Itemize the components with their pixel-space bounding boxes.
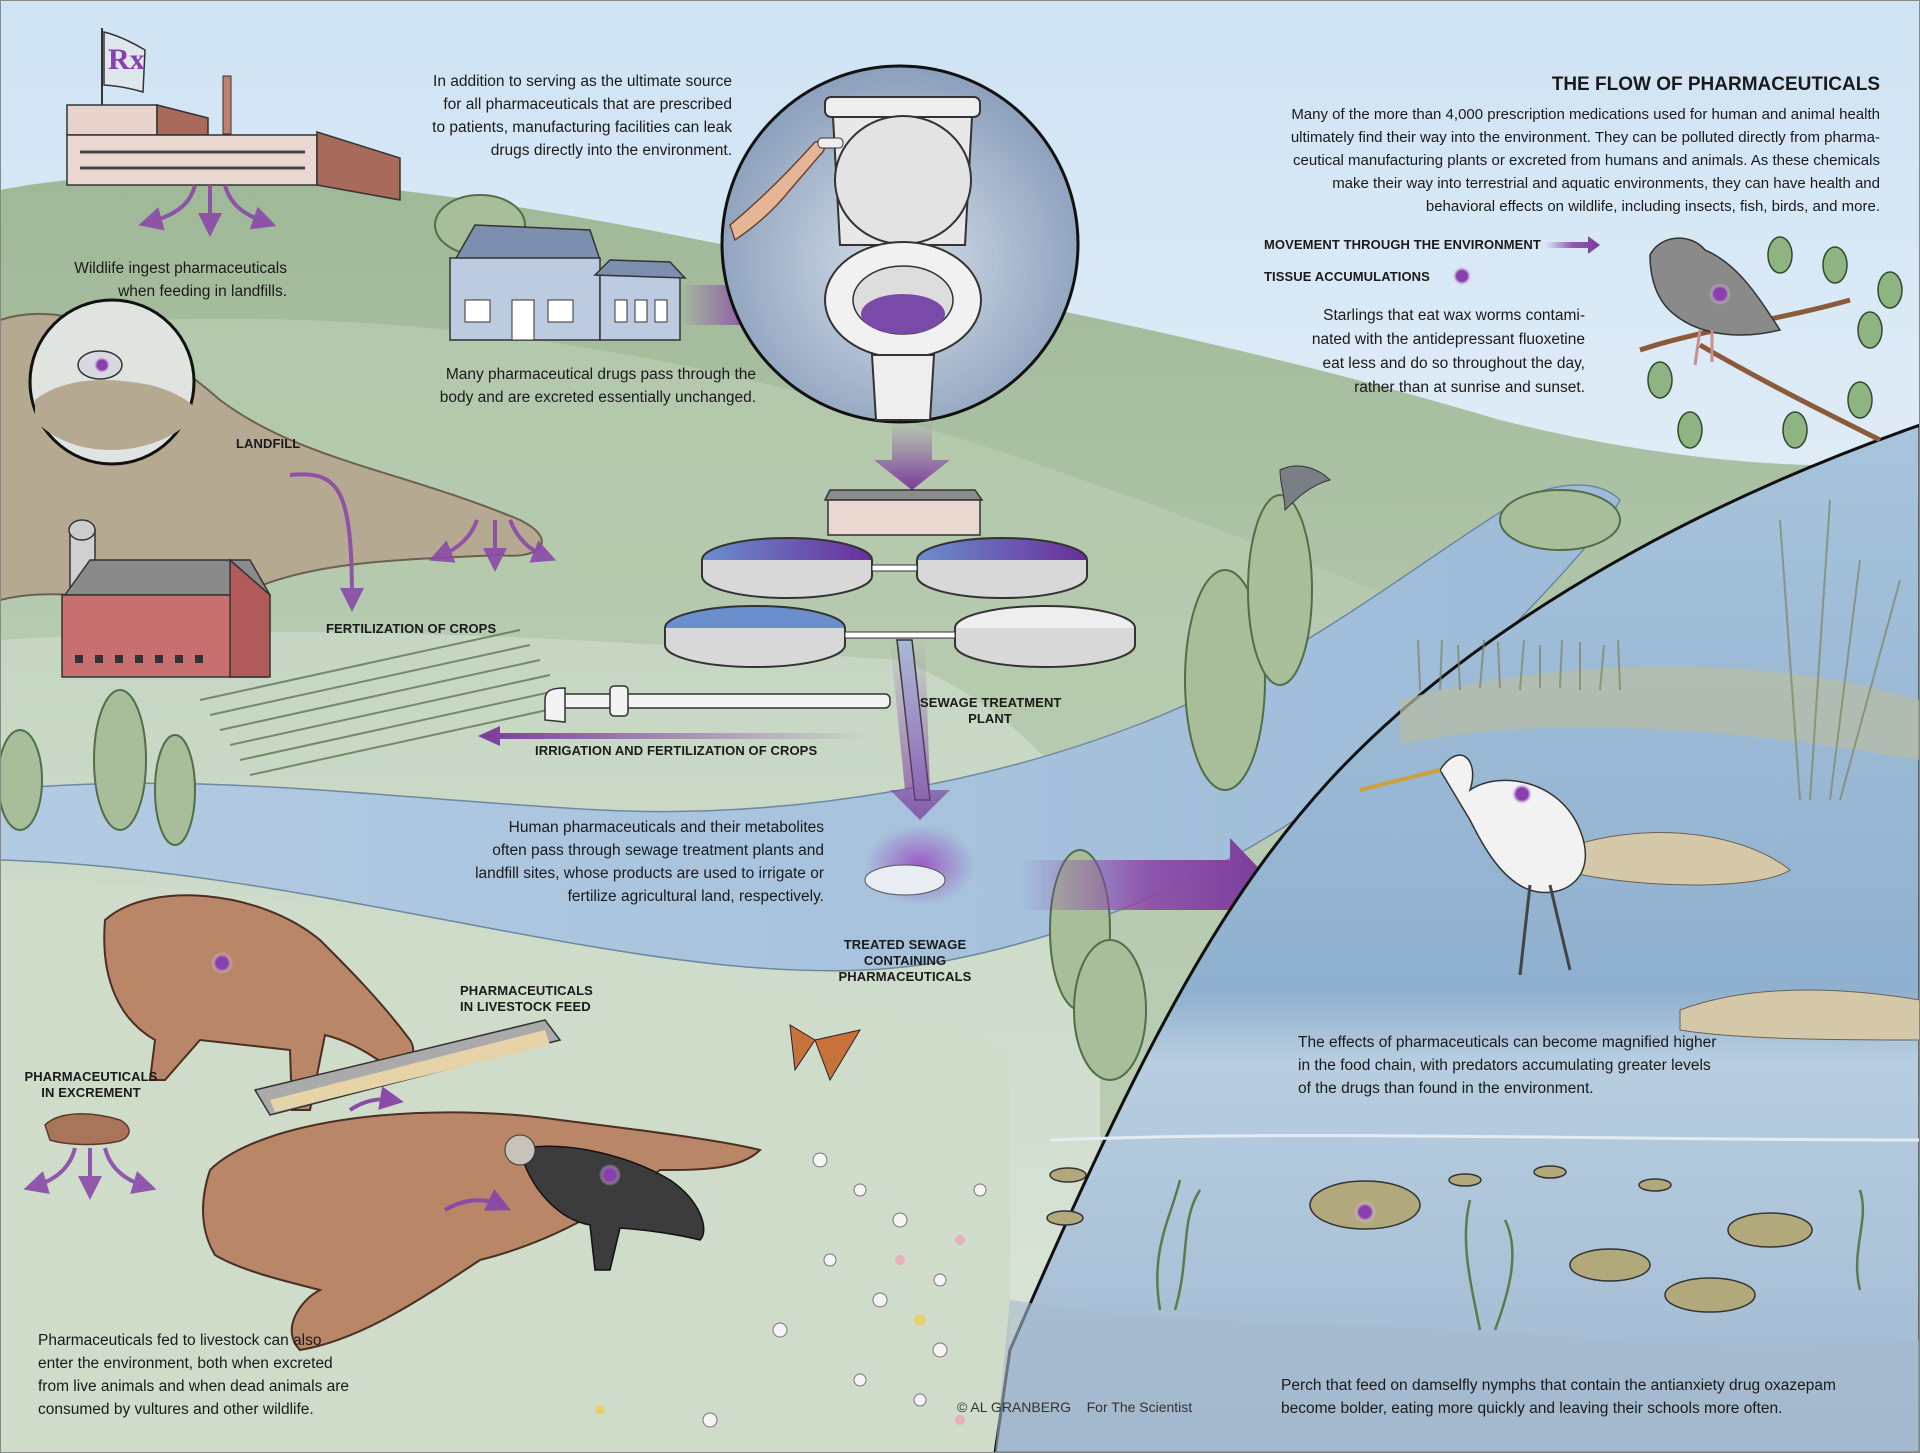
legend-tissue-dot: [1452, 266, 1472, 286]
caption-line: to patients, manufacturing facilities ca…: [432, 119, 732, 136]
intro-line: ceutical manufacturing plants or excrete…: [1293, 152, 1880, 169]
caption-line: fertilize agricultural land, respectivel…: [567, 888, 824, 905]
label-line: PHARMACEUTICALS: [838, 969, 972, 984]
label-line: PLANT: [968, 711, 1012, 726]
excrement-label: PHARMACEUTICALS IN EXCREMENT: [16, 1069, 166, 1101]
wildflowers: [702, 1152, 987, 1428]
caption-line: when feeding in landfills.: [118, 283, 287, 300]
toilet-inset: [720, 64, 1080, 424]
caption-line: Perch that feed on damselfly nymphs that…: [1281, 1377, 1836, 1394]
caption-line: rather than at sunrise and sunset.: [1354, 379, 1585, 396]
landfill-label: LANDFILL: [236, 436, 301, 451]
starling-caption: Starlings that eat wax worms contami- na…: [1240, 304, 1585, 400]
river: [0, 484, 1621, 972]
sewage-to-lake-arrow: [1020, 838, 1275, 930]
irrigation-arrow: [478, 726, 870, 746]
caption-line: Human pharmaceuticals and their metaboli…: [508, 819, 824, 836]
butterfly: [789, 1024, 862, 1082]
fertilization-label: FERTILIZATION OF CROPS: [326, 621, 497, 636]
intro-line: make their way into terrestrial and aqua…: [1332, 175, 1880, 192]
house: [449, 224, 687, 341]
sewage-plant-label: SEWAGE TREATMENT PLANT: [920, 695, 1062, 727]
legend-tissue-label: TISSUE ACCUMULATIONS: [1264, 269, 1430, 284]
vulture: [504, 1134, 705, 1271]
publication-credit: For The Scientist: [1086, 1399, 1193, 1415]
egret: [1359, 754, 1587, 976]
label-line: IN LIVESTOCK FEED: [460, 999, 591, 1014]
caption-line: body and are excreted essentially unchan…: [439, 389, 756, 406]
intro-line: Many of the more than 4,000 prescription…: [1291, 106, 1880, 123]
caption-line: from live animals and when dead animals …: [38, 1378, 350, 1395]
caption-line: become bolder, eating more quickly and l…: [1281, 1400, 1783, 1417]
livestock-feed-label: PHARMACEUTICALS IN LIVESTOCK FEED: [460, 983, 593, 1015]
sewage-treatment-plant: [664, 489, 1136, 668]
legend-movement-label: MOVEMENT THROUGH THE ENVIRONMENT: [1264, 237, 1541, 252]
caption-line: In addition to serving as the ultimate s…: [433, 73, 732, 90]
caption-line: The effects of pharmaceuticals can becom…: [1298, 1034, 1717, 1051]
toilet-caption: Many pharmaceutical drugs pass through t…: [400, 363, 756, 409]
label-line: PHARMACEUTICALS: [460, 983, 593, 998]
irrigation-pipe: [544, 685, 891, 723]
label-line: SEWAGE TREATMENT: [920, 695, 1062, 710]
toilet-to-plant-arrow: [874, 422, 950, 490]
caption-line: drugs directly into the environment.: [490, 142, 732, 159]
landfill-inset: [28, 298, 196, 466]
credit-line: © AL GRANBERG For The Scientist: [957, 1397, 1192, 1418]
intro-line: ultimately find their way into the envir…: [1290, 129, 1880, 146]
caption-line: for all pharmaceuticals that are prescri…: [443, 96, 732, 113]
label-line: TREATED SEWAGE: [843, 937, 967, 952]
livestock-caption: Pharmaceuticals fed to livestock can als…: [38, 1329, 349, 1421]
factory-caption: In addition to serving as the ultimate s…: [380, 70, 732, 162]
sewage-caption: Human pharmaceuticals and their metaboli…: [440, 816, 824, 908]
caption-line: nated with the antidepressant fluoxetine: [1311, 331, 1585, 348]
caption-line: eat less and do so throughout the day,: [1322, 355, 1585, 372]
caption-line: landfill sites, whose products are used …: [475, 865, 824, 882]
treated-sewage-label: TREATED SEWAGE CONTAINING PHARMACEUTICAL…: [830, 937, 980, 985]
barn: [61, 519, 272, 678]
caption-line: Pharmaceuticals fed to livestock can als…: [38, 1332, 322, 1349]
caption-line: Wildlife ingest pharmaceuticals: [74, 260, 287, 277]
caption-line: of the drugs than found in the environme…: [1298, 1080, 1594, 1097]
outflow-arrow: [890, 640, 950, 820]
caption-line: Starlings that eat wax worms contami-: [1323, 307, 1585, 324]
caption-line: often pass through sewage treatment plan…: [492, 842, 824, 859]
caption-line: in the food chain, with predators accumu…: [1298, 1057, 1711, 1074]
crop-field: [199, 629, 571, 776]
legend-movement-arrow: [1545, 236, 1600, 254]
landfill-wildlife-caption: Wildlife ingest pharmaceuticals when fee…: [40, 257, 287, 303]
rx-flag: [103, 31, 146, 94]
flying-bird: [1279, 465, 1331, 512]
intro-paragraph: Many of the more than 4,000 prescription…: [1180, 103, 1880, 218]
irrigation-label: IRRIGATION AND FERTILIZATION OF CROPS: [535, 743, 818, 758]
starling: [1639, 236, 1903, 449]
page-title: THE FLOW OF PHARMACEUTICALS: [1551, 74, 1880, 95]
label-line: PHARMACEUTICALS: [24, 1069, 158, 1084]
rx-flag-label: Rx: [108, 43, 145, 76]
caption-line: Many pharmaceutical drugs pass through t…: [445, 366, 756, 383]
food-chain-caption: The effects of pharmaceuticals can becom…: [1298, 1031, 1716, 1100]
label-line: IN EXCREMENT: [41, 1085, 141, 1100]
caption-line: consumed by vultures and other wildlife.: [38, 1401, 314, 1418]
fish: [1046, 1165, 1813, 1313]
feed-trough: [253, 1019, 562, 1116]
artist-credit: © AL GRANBERG: [957, 1399, 1072, 1415]
pharma-factory: [66, 28, 401, 201]
perch-caption: Perch that feed on damselfly nymphs that…: [1281, 1374, 1836, 1420]
intro-line: behavioral effects on wildlife, includin…: [1425, 198, 1880, 215]
label-line: CONTAINING: [863, 953, 947, 968]
excrement-pile: [44, 1113, 130, 1146]
caption-line: enter the environment, both when excrete…: [38, 1355, 333, 1372]
